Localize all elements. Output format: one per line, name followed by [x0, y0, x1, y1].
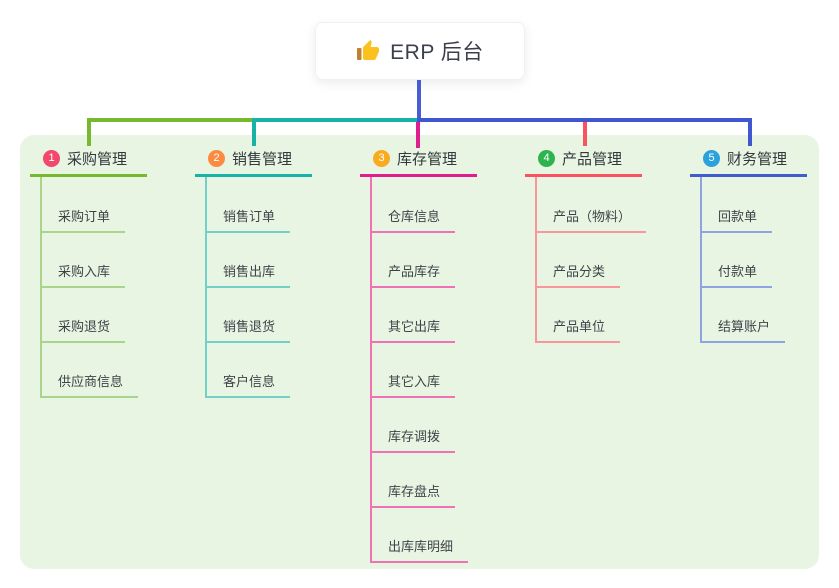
child-node[interactable]: 出库库明细 — [370, 539, 469, 563]
child-node[interactable]: 仓库信息 — [370, 209, 456, 233]
branches-panel — [20, 135, 819, 569]
child-node[interactable]: 客户信息 — [205, 374, 291, 398]
child-node[interactable]: 采购退货 — [40, 319, 126, 343]
branch-finance: 5 财务管理 回款单 付款单 结算账户 — [690, 0, 839, 588]
branch-header-finance[interactable]: 5 财务管理 — [690, 146, 807, 177]
branch-label-product: 产品管理 — [562, 150, 623, 168]
child-node[interactable]: 付款单 — [700, 264, 773, 288]
branch-label-finance: 财务管理 — [727, 150, 788, 168]
branch-header-inventory[interactable]: 3 库存管理 — [360, 146, 477, 177]
branch-label-sales: 销售管理 — [232, 150, 293, 168]
child-node[interactable]: 产品（物料） — [535, 209, 647, 233]
child-node[interactable]: 其它入库 — [370, 374, 456, 398]
branch-label-inventory: 库存管理 — [397, 150, 458, 168]
thumbs-up-icon — [356, 39, 380, 63]
branch-spine — [535, 177, 537, 341]
child-node[interactable]: 销售订单 — [205, 209, 291, 233]
root-title: ERP 后台 — [390, 41, 484, 64]
root-node[interactable]: ERP 后台 — [315, 22, 525, 80]
child-node[interactable]: 销售退货 — [205, 319, 291, 343]
badge-3: 3 — [373, 149, 390, 167]
child-node[interactable]: 库存盘点 — [370, 484, 456, 508]
child-node[interactable]: 采购订单 — [40, 209, 126, 233]
branch-header-sales[interactable]: 2 销售管理 — [195, 146, 312, 177]
child-node[interactable]: 产品单位 — [535, 319, 621, 343]
branch-header-product[interactable]: 4 产品管理 — [525, 146, 642, 177]
child-node[interactable]: 销售出库 — [205, 264, 291, 288]
branch-purchase: 1 采购管理 采购订单 采购入库 采购退货 供应商信息 — [30, 0, 190, 588]
child-node[interactable]: 库存调拨 — [370, 429, 456, 453]
child-node[interactable]: 结算账户 — [700, 319, 786, 343]
child-node[interactable]: 采购入库 — [40, 264, 126, 288]
child-node[interactable]: 其它出库 — [370, 319, 456, 343]
branch-spine — [370, 177, 372, 561]
branch-label-purchase: 采购管理 — [67, 150, 128, 168]
child-node[interactable]: 产品库存 — [370, 264, 456, 288]
badge-1: 1 — [43, 149, 60, 167]
badge-2: 2 — [208, 149, 225, 167]
child-node[interactable]: 供应商信息 — [40, 374, 139, 398]
child-node[interactable]: 产品分类 — [535, 264, 621, 288]
badge-4: 4 — [538, 149, 555, 167]
badge-5: 5 — [703, 149, 720, 167]
child-node[interactable]: 回款单 — [700, 209, 773, 233]
branch-header-purchase[interactable]: 1 采购管理 — [30, 146, 147, 177]
branch-inventory: 3 库存管理 仓库信息 产品库存 其它出库 其它入库 库存调拨 库存盘点 出库库… — [360, 0, 520, 588]
branch-sales: 2 销售管理 销售订单 销售出库 销售退货 客户信息 — [195, 0, 355, 588]
branch-product: 4 产品管理 产品（物料） 产品分类 产品单位 — [525, 0, 685, 588]
branch-spine — [700, 177, 702, 341]
